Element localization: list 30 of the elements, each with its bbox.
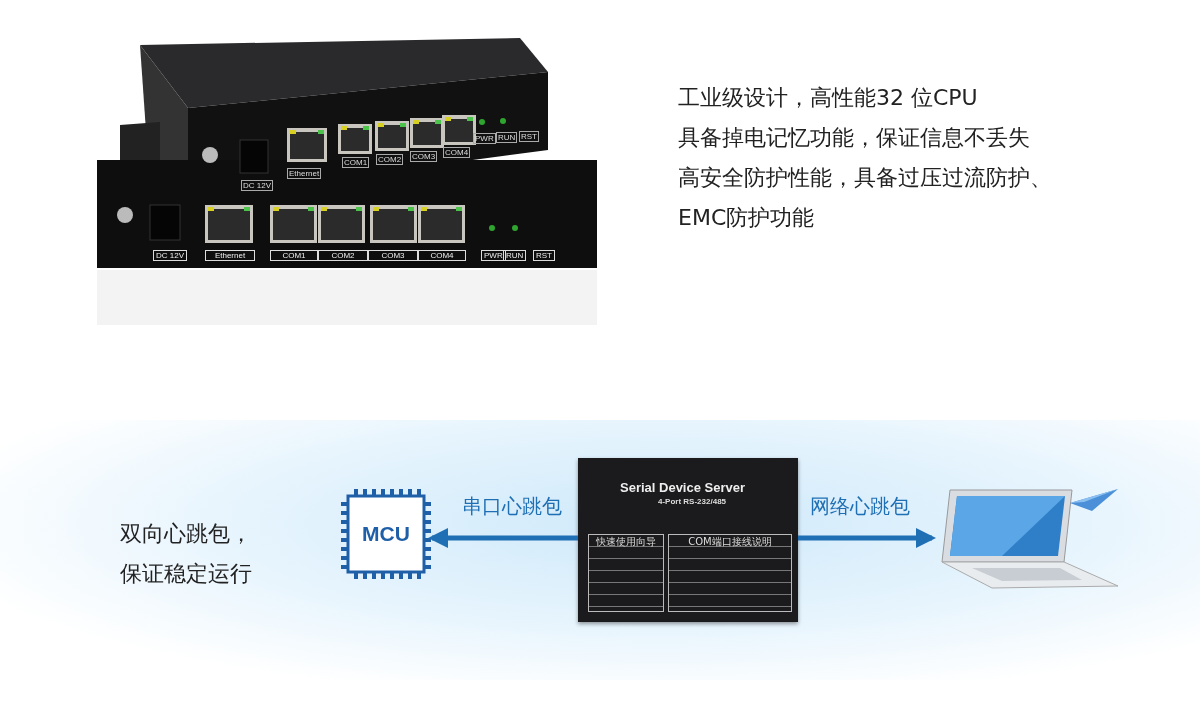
feature-text: 具备掉电记忆功能，保证信息不丢失 [678, 124, 1031, 152]
port-label: RUN [503, 250, 527, 261]
port-label: RST [533, 250, 555, 261]
port-label: COM1 [342, 157, 370, 168]
device-label: 4-Port RS-232/485 [657, 497, 727, 506]
port-label: Ethernet [287, 168, 322, 179]
port-label: COM2 [376, 154, 404, 165]
port-label: Ethernet [205, 250, 255, 261]
port-label: PWR [481, 250, 506, 261]
device-label: Serial Device Server [620, 480, 746, 495]
edge-label: 串口心跳包 [462, 493, 562, 520]
info-panel: COM端口接线说明 [668, 534, 792, 612]
feature-text: 工业级设计，高性能32 位CPU [678, 84, 979, 112]
port-label: RST [519, 131, 539, 142]
port-label: DC 12V [153, 250, 187, 261]
feature-text: 高安全防护性能，具备过压过流防护、EMC防护功能 [678, 164, 1053, 232]
port-label: COM4 [443, 147, 471, 158]
arrow [798, 528, 936, 548]
arrow [428, 528, 578, 548]
port-label: DC 12V [241, 180, 273, 191]
device-server-box [578, 458, 798, 622]
edge-label: 网络心跳包 [810, 493, 910, 520]
info-panel: 快速使用向导 [588, 534, 664, 612]
port-label: COM3 [410, 151, 438, 162]
port-label: COM1 [270, 250, 318, 261]
port-label: COM4 [418, 250, 466, 261]
port-label: COM3 [368, 250, 418, 261]
port-label: RUN [496, 132, 518, 143]
port-label: COM2 [318, 250, 368, 261]
note-text: 双向心跳包，保证稳定运行 [120, 520, 253, 588]
